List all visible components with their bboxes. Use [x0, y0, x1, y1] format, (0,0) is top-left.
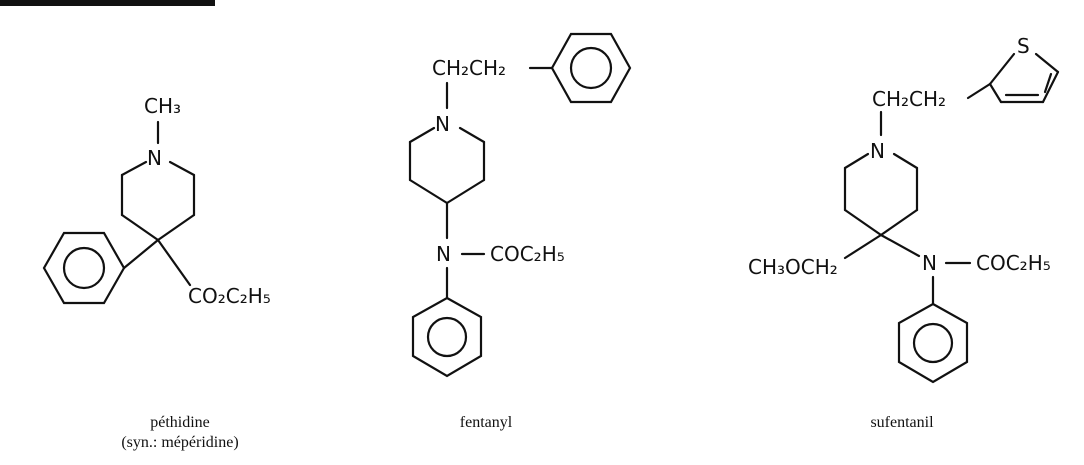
sufentanil-chain-label: CH₂CH₂: [872, 87, 946, 111]
fentanyl-ring-bond: [408, 126, 436, 144]
pethidine-ester-label: CO₂C₂H₅: [188, 284, 271, 308]
pethidine-ring-bond: [168, 160, 196, 177]
fentanyl-phenethyl-phenyl: [550, 32, 632, 104]
pethidine-ring-bond: [120, 213, 160, 242]
sufentanil-ring-nitrogen-label: N: [870, 139, 885, 163]
fentanyl-caption: fentanyl: [460, 414, 513, 431]
sufentanil-ring-bond: [892, 152, 919, 170]
sufentanil-thiophene-double-bond: [1043, 72, 1053, 94]
sufentanil-anilide-phenyl: [897, 302, 969, 384]
fentanyl-chain-label: CH₂CH₂: [432, 56, 506, 80]
sufentanil-ring-bond: [843, 152, 870, 170]
sufentanil-amide-nitrogen-label: N: [922, 251, 937, 275]
sufentanil-methoxymethyl-label: CH₃OCH₂: [748, 255, 838, 279]
sufentanil-thiophene-bond: [988, 82, 1003, 104]
fentanyl-ring-bond: [408, 178, 449, 205]
pethidine-phenyl-ring: [42, 231, 126, 305]
fentanyl-anilide-phenyl: [411, 296, 483, 378]
pethidine-ester-bond: [156, 238, 192, 287]
sufentanil-ring-bond: [879, 208, 919, 237]
fentanyl-ring-bond: [458, 126, 486, 144]
cropped-heading: [0, 0, 215, 6]
pethidine-phenyl-bond: [122, 238, 160, 270]
pethidine-phenyl-aromatic: [62, 246, 106, 290]
fentanyl-ring-bond: [445, 178, 486, 205]
pethidine-synonym-caption: (syn.: mépéridine): [121, 434, 238, 451]
pethidine-ring-bond: [120, 160, 148, 177]
pethidine-nitrogen-label: N: [147, 146, 162, 170]
sufentanil-caption: sufentanil: [870, 414, 934, 431]
sufentanil-ring-amide-bond: [879, 233, 921, 258]
sufentanil-ring-bond: [843, 208, 883, 237]
sufentanil-thiophene-bond: [988, 52, 1016, 86]
sufentanil-thiophene-bond: [1034, 52, 1060, 74]
fentanyl-structure: CH₂CH₂ N N COC₂H₅: [408, 32, 632, 378]
sufentanil-sulfur-label: S: [1017, 34, 1030, 58]
sufentanil-anilide-aromatic: [912, 322, 954, 364]
sufentanil-thiophene-bond: [1041, 70, 1060, 104]
pethidine-caption: péthidine: [150, 414, 210, 431]
fentanyl-acyl-label: COC₂H₅: [490, 242, 565, 266]
sufentanil-acyl-label: COC₂H₅: [976, 251, 1051, 275]
fentanyl-anilide-aromatic: [426, 316, 468, 358]
fentanyl-ring-nitrogen-label: N: [435, 112, 450, 136]
sufentanil-methoxymethyl-bond: [843, 233, 883, 260]
pethidine-ring-bond: [156, 213, 196, 242]
sufentanil-chain-thienyl-bond: [966, 82, 992, 100]
pethidine-methyl-label: CH₃: [144, 94, 181, 118]
fentanyl-amide-nitrogen-label: N: [436, 242, 451, 266]
pethidine-structure: CH₃ N CO₂C₂H₅: [42, 94, 271, 308]
fentanyl-phenethyl-aromatic: [569, 46, 613, 90]
sufentanil-structure: CH₂CH₂ S N CH₃OCH₂ N COC₂H₅: [748, 34, 1060, 384]
